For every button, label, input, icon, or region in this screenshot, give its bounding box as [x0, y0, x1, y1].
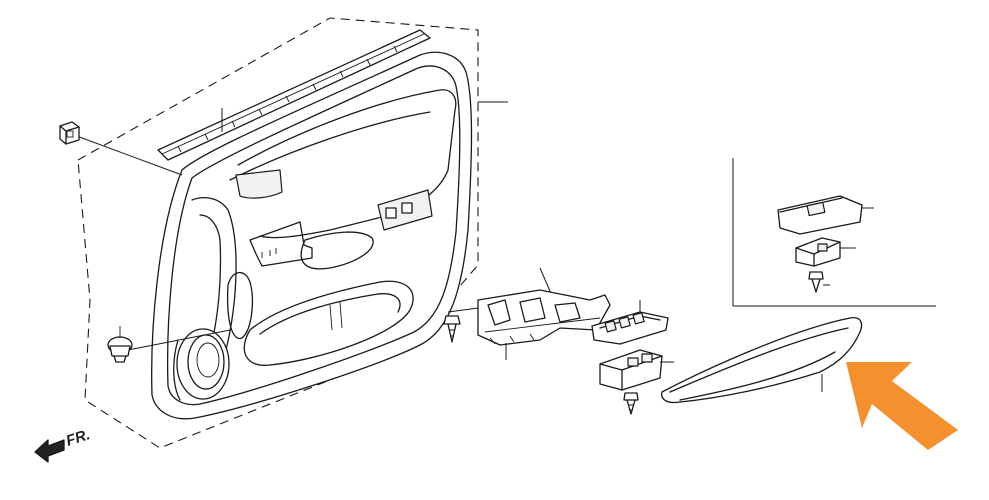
clip-part[interactable]: [59, 121, 80, 145]
front-direction-label: FR.: [64, 426, 92, 450]
power-window-switch-panel[interactable]: [591, 300, 669, 345]
window-switch-unit[interactable]: [599, 349, 674, 391]
switch-module-part[interactable]: [795, 237, 856, 267]
switch-cover-part[interactable]: [777, 195, 874, 235]
front-direction-indicator: FR.: [34, 426, 92, 463]
detail-inset: [732, 158, 936, 307]
inner-handle-bracket[interactable]: [477, 289, 611, 360]
highlight-arrow-icon: [846, 362, 958, 450]
armrest-pull-handle[interactable]: [661, 316, 863, 404]
door-trim-panel[interactable]: [151, 51, 473, 420]
screw-lower[interactable]: [623, 392, 639, 415]
window-seal-strip[interactable]: [157, 29, 431, 161]
screw-left[interactable]: [443, 315, 461, 343]
screw-inset[interactable]: [808, 271, 830, 293]
push-pin-clip[interactable]: [107, 326, 133, 363]
